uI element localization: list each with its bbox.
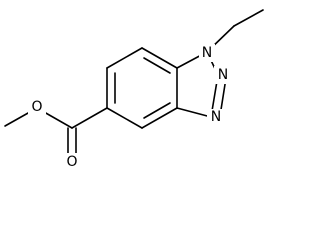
n3-mask <box>207 109 225 127</box>
o-ester-mask <box>28 99 46 117</box>
bond-c4-c3a <box>141 107 178 129</box>
atom-n1: N <box>202 45 212 61</box>
chemical-structure: N N N O O <box>4 9 264 171</box>
atom-n2: N <box>218 67 228 83</box>
bond-c7a-c7-inner <box>143 57 171 74</box>
bond-c5-ccarbonyl <box>71 107 108 129</box>
bond-c7a-c7 <box>141 47 178 69</box>
bond-ch2-ch3 <box>233 9 264 27</box>
o-carbonyl-mask <box>63 153 81 171</box>
bond-n3-c3a <box>176 107 212 118</box>
atom-labels: N N N O O <box>28 44 232 171</box>
bond-c4-c3a-inner <box>143 102 171 119</box>
atom-o-carbonyl: O <box>66 154 77 170</box>
atom-n3: N <box>211 109 221 125</box>
atom-o-ester: O <box>31 99 42 115</box>
n1-mask <box>199 44 215 62</box>
bond-c5-c4 <box>106 107 143 129</box>
n2-mask <box>214 66 232 84</box>
bond-c7-c6 <box>106 47 143 69</box>
